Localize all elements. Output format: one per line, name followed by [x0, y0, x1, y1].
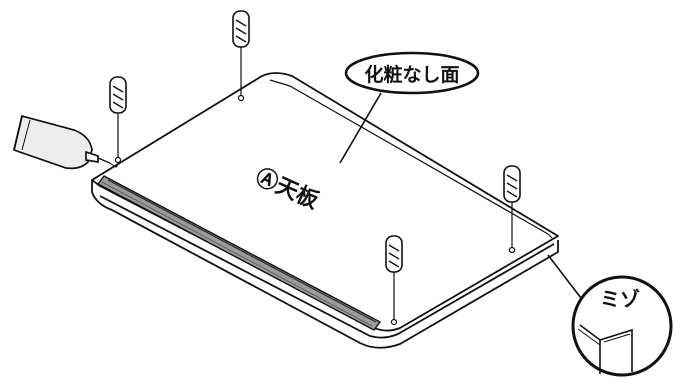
dowel-hole-back [237, 94, 245, 102]
finish-side-label: 化粧なし面 [364, 63, 459, 86]
groove-channel [96, 175, 382, 331]
dowel-holes [114, 94, 516, 326]
dowels [109, 10, 521, 319]
dowel-hole-front [390, 318, 398, 326]
board-back-rail-end [547, 233, 553, 239]
finish-side-callout: 化粧なし面 [339, 51, 480, 164]
dowel-hole-right [508, 246, 516, 254]
top-panel-board [91, 72, 559, 349]
glue-tube-icon [12, 114, 118, 170]
board-front-edge [99, 195, 555, 339]
dowel-hole-left [114, 156, 122, 164]
wooden-dowel-icon [385, 235, 403, 319]
groove-label: ミゾ [600, 287, 640, 311]
groove-detail-callout: ミゾ [547, 254, 673, 377]
wooden-dowel-icon [109, 76, 127, 157]
board-back-rail [269, 79, 549, 235]
wooden-dowel-icon [503, 165, 521, 247]
wooden-dowel-icon [232, 10, 250, 95]
